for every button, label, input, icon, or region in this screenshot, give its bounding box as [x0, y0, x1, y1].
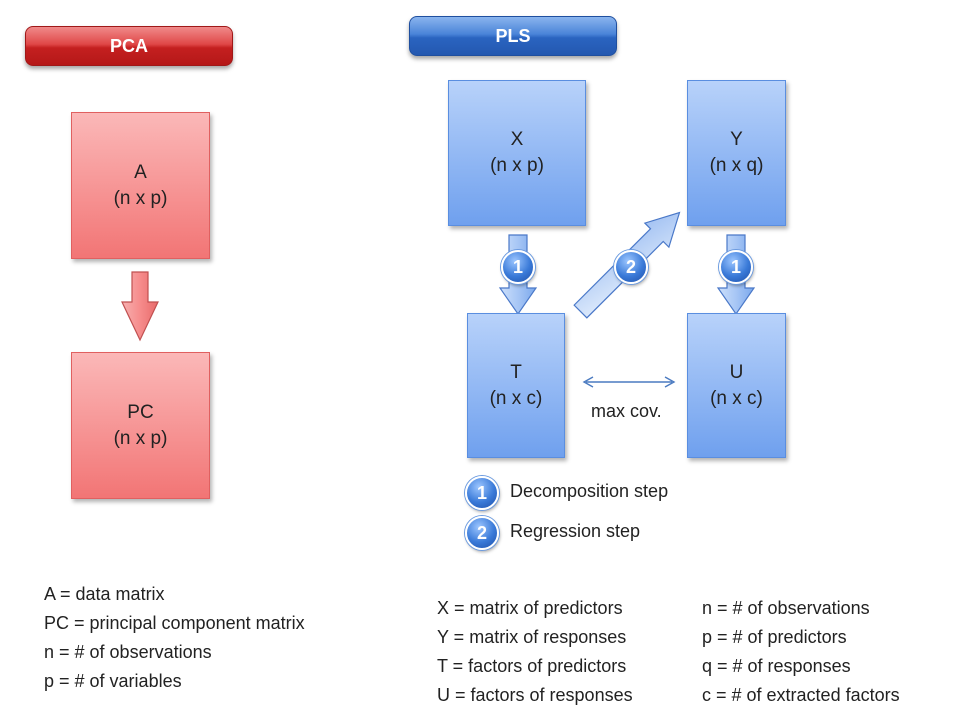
- pca-down-arrow: [121, 271, 159, 342]
- matrix-u-box: U (n x c): [687, 313, 786, 458]
- pls-legend-right: n = # of observations p = # of predictor…: [702, 594, 900, 710]
- step-1-badge-y-u: 1: [719, 250, 753, 284]
- key-step-2-label: Regression step: [510, 521, 641, 541]
- step-2-badge-regression: 2: [614, 250, 648, 284]
- matrix-y-box: Y (n x q): [687, 80, 786, 226]
- matrix-y-dims: (n x q): [709, 155, 764, 176]
- pls-legend-line: Y = matrix of responses: [437, 627, 627, 647]
- key-step-1-label: Decomposition step: [510, 481, 669, 501]
- pls-legend-line: T = factors of predictors: [437, 656, 627, 676]
- matrix-x-dims: (n x p): [490, 155, 544, 176]
- pls-title-pill: PLS: [409, 16, 617, 56]
- matrix-a-dims: (n x p): [113, 187, 168, 209]
- matrix-pc-box: PC (n x p): [71, 352, 210, 499]
- pca-legend-line: A = data matrix: [44, 584, 165, 604]
- key-step-1-badge: 1: [465, 476, 499, 510]
- matrix-t-name: T: [510, 361, 522, 383]
- max-cov-double-arrow: [582, 376, 676, 388]
- matrix-t-dims: (n x c): [489, 387, 543, 409]
- matrix-y-name: Y: [730, 129, 743, 150]
- pca-title: PCA: [109, 35, 148, 56]
- matrix-t-box: T (n x c): [467, 313, 565, 458]
- matrix-a-name: A: [134, 161, 147, 183]
- pls-legend-line: U = factors of responses: [437, 685, 633, 705]
- step-1-badge-x-t: 1: [501, 250, 535, 284]
- matrix-x-box: X (n x p): [448, 80, 586, 226]
- matrix-pc-name: PC: [127, 401, 154, 423]
- pls-legend-line: c = # of extracted factors: [702, 685, 900, 705]
- key-step-2-badge: 2: [465, 516, 499, 550]
- matrix-x-name: X: [510, 129, 524, 150]
- pca-title-pill: PCA: [25, 26, 233, 66]
- matrix-a-box: A (n x p): [71, 112, 210, 259]
- pca-legend-line: p = # of variables: [44, 671, 182, 691]
- pls-title: PLS: [495, 25, 531, 46]
- matrix-u-dims: (n x c): [710, 387, 763, 409]
- max-cov-label: max cov.: [591, 401, 662, 421]
- pca-legend-line: PC = principal component matrix: [44, 613, 305, 633]
- pls-legend-line: n = # of observations: [702, 598, 870, 618]
- pls-legend-line: q = # of responses: [702, 656, 851, 676]
- pls-legend-line: p = # of predictors: [702, 627, 847, 647]
- matrix-u-name: U: [729, 361, 744, 383]
- pca-legend: A = data matrix PC = principal component…: [44, 580, 305, 696]
- pls-legend-left: X = matrix of predictors Y = matrix of r…: [437, 594, 633, 710]
- pca-legend-line: n = # of observations: [44, 642, 212, 662]
- matrix-pc-dims: (n x p): [113, 427, 168, 449]
- pls-legend-line: X = matrix of predictors: [437, 598, 623, 618]
